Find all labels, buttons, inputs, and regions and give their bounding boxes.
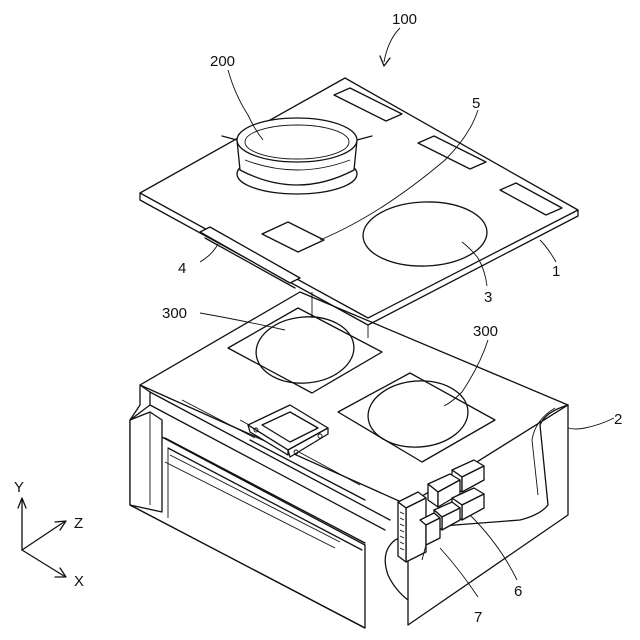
label-7: 7	[474, 609, 482, 626]
label-200: 200	[210, 53, 235, 70]
body-left-panel	[130, 412, 162, 512]
label-4: 4	[178, 260, 186, 277]
label-2: 2	[614, 411, 622, 428]
label-5: 5	[472, 95, 480, 112]
axis-label-z: Z	[74, 515, 83, 532]
top-plate	[140, 78, 578, 338]
coordinate-axes	[18, 498, 66, 577]
axis-label-y: Y	[14, 479, 24, 496]
label-1: 1	[552, 263, 560, 280]
label-100: 100	[392, 11, 417, 28]
label-6: 6	[514, 583, 522, 600]
top-plate-surface	[140, 78, 578, 318]
label-300-left: 300	[162, 305, 187, 322]
axis-label-x: X	[74, 573, 84, 590]
label-300-right: 300	[473, 323, 498, 340]
label-3: 3	[484, 289, 492, 306]
